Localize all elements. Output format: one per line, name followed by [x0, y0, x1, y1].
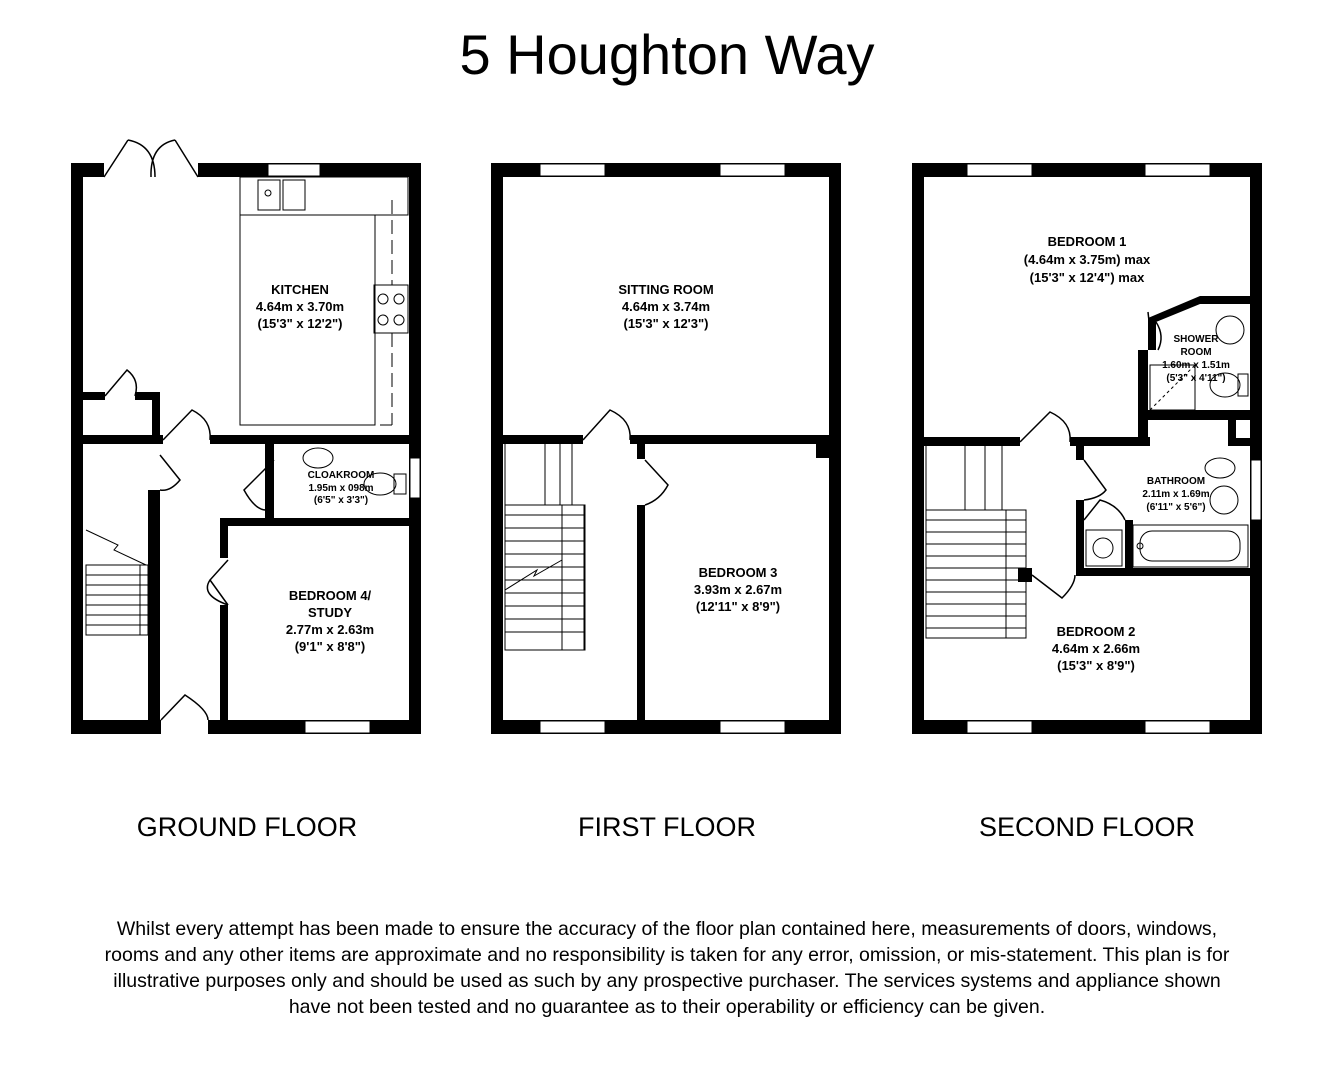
ground-floor-plan: KITCHEN 4.64m x 3.70m (15'3" x 12'2") CL…	[71, 139, 421, 734]
bedroom4-name2: STUDY	[308, 605, 352, 620]
cloakroom-metric: 1.95m x 098m	[308, 483, 373, 494]
bedroom1-metric: (4.64m x 3.75m) max	[1024, 252, 1151, 267]
first-doors	[582, 409, 669, 506]
shower-name: SHOWER	[1174, 334, 1220, 345]
shower-imperial: (5'3" x 4'11")	[1166, 373, 1225, 384]
bedroom4-name: BEDROOM 4/	[289, 588, 372, 603]
sitting-metric: 4.64m x 3.74m	[622, 299, 710, 314]
kitchen-units	[239, 176, 409, 426]
ground-windows	[267, 163, 421, 734]
bedroom1-name: BEDROOM 1	[1048, 234, 1127, 249]
bedroom2-name: BEDROOM 2	[1057, 624, 1136, 639]
first-floor-plan: SITTING ROOM 4.64m x 3.74m (15'3" x 12'3…	[491, 163, 841, 734]
bathroom-fixtures	[1085, 457, 1249, 568]
shower-name2: ROOM	[1180, 347, 1211, 358]
bedroom4-metric: 2.77m x 2.63m	[286, 622, 374, 637]
floor-label-first: FIRST FLOOR	[577, 812, 757, 842]
bedroom4-imperial: (9'1" x 8'8")	[295, 639, 366, 654]
bathroom-name: BATHROOM	[1147, 476, 1205, 487]
second-floor-plan: BEDROOM 1 (4.64m x 3.75m) max (15'3" x 1…	[912, 163, 1262, 734]
bedroom2-metric: 4.64m x 2.66m	[1052, 641, 1140, 656]
shower-fixtures	[1149, 315, 1249, 411]
second-windows	[966, 163, 1262, 734]
cloakroom-fixtures	[302, 447, 407, 496]
first-internal-walls	[503, 435, 830, 725]
first-stairs	[504, 444, 586, 651]
sitting-imperial: (15'3" x 12'3")	[623, 316, 708, 331]
kitchen-name: KITCHEN	[271, 282, 329, 297]
shower-metric: 1.60m x 1.51m	[1162, 360, 1230, 371]
cloakroom-imperial: (6'5" x 3'3")	[314, 495, 368, 506]
ground-stairs	[85, 529, 149, 636]
ground-outer-walls	[71, 163, 421, 734]
ground-doors	[103, 139, 275, 721]
second-doors	[1019, 311, 1162, 599]
bedroom3-imperial: (12'11" x 8'9")	[696, 599, 780, 614]
disclaimer-text: Whilst every attempt has been made to en…	[104, 918, 1230, 1018]
cloakroom-name: CLOAKROOM	[308, 470, 375, 481]
sitting-name: SITTING ROOM	[618, 282, 713, 297]
page-title: 5 Houghton Way	[459, 23, 875, 86]
floor-plan: KITCHEN 4.64m x 3.70m (15'3" x 12'2") CL…	[71, 139, 1262, 734]
bathroom-metric: 2.11m x 1.69m	[1142, 489, 1209, 500]
kitchen-metric: 4.64m x 3.70m	[256, 299, 344, 314]
bedroom1-imperial: (15'3" x 12'4") max	[1030, 270, 1145, 285]
second-internal-walls	[924, 296, 1250, 582]
bathroom-imperial: (6'11" x 5'6")	[1146, 502, 1205, 513]
floor-label-ground: GROUND FLOOR	[136, 812, 358, 842]
kitchen-imperial: (15'3" x 12'2")	[257, 316, 342, 331]
first-outer-walls	[491, 163, 841, 734]
bedroom3-name: BEDROOM 3	[699, 565, 778, 580]
first-windows	[539, 163, 786, 734]
bedroom2-imperial: (15'3" x 8'9")	[1057, 658, 1135, 673]
floor-label-second: SECOND FLOOR	[978, 812, 1196, 842]
second-stairs	[925, 446, 1027, 639]
ground-internal-walls	[83, 392, 410, 730]
bedroom3-metric: 3.93m x 2.67m	[694, 582, 782, 597]
